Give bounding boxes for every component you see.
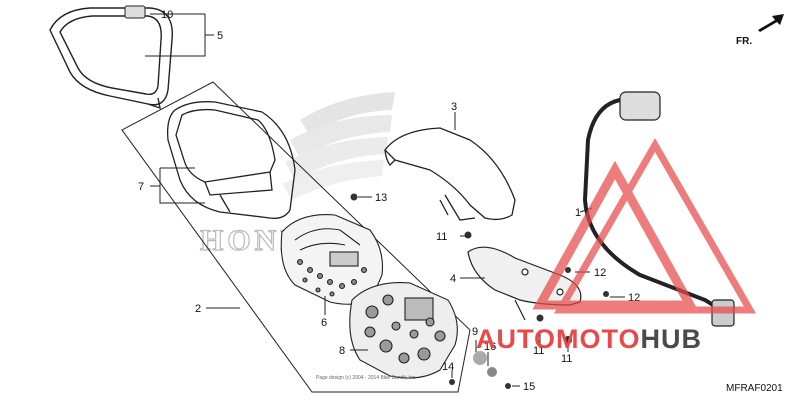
small-pad xyxy=(124,5,146,19)
front-direction-indicator: FR. xyxy=(736,14,784,47)
screw-14 xyxy=(449,379,455,385)
part-label-16: 16 xyxy=(484,341,496,353)
wire-harness xyxy=(582,91,735,327)
part-label-9: 9 xyxy=(472,326,478,338)
copyright-text: Page design (c) 2004 - 2014 Bike Bandit,… xyxy=(316,375,416,381)
screw-11b xyxy=(536,314,544,322)
meter-visor-frame xyxy=(49,7,174,110)
screw-13 xyxy=(350,193,358,201)
part-label-6: 6 xyxy=(321,317,327,329)
part-label-2: 2 xyxy=(195,303,201,315)
direction-label: FR. xyxy=(736,36,752,47)
part-label-7: 7 xyxy=(138,181,144,193)
grommet-9 xyxy=(473,351,487,365)
part-label-5: 5 xyxy=(217,30,223,42)
part-label-4: 4 xyxy=(450,273,456,285)
honda-wing-logo xyxy=(282,92,395,200)
nut-11c xyxy=(564,336,572,344)
meter-cover xyxy=(384,127,516,221)
watermark: AUTOMOTOHUB xyxy=(476,137,757,354)
screw-15 xyxy=(505,383,511,389)
arrow-icon xyxy=(758,14,784,32)
part-label-12-top: 12 xyxy=(594,267,606,279)
part-label-11-bottom: 11 xyxy=(561,353,572,365)
gauge-plate xyxy=(280,214,384,305)
watermark-text: AUTOMOTOHUB xyxy=(476,324,702,354)
part-label-11-mid: 11 xyxy=(533,345,544,357)
collar-16 xyxy=(487,367,497,377)
part-label-1: 1 xyxy=(575,207,581,219)
assembly-outline xyxy=(121,81,471,393)
watermark-triangle-icon xyxy=(532,137,757,314)
part-labels: 10 5 7 2 6 8 13 3 11 4 1 12 12 11 11 9 1… xyxy=(138,9,640,393)
part-label-3: 3 xyxy=(451,101,457,113)
screw-12a xyxy=(565,267,571,273)
meter-case-upper xyxy=(167,101,296,219)
screw-12b xyxy=(603,291,609,297)
part-label-11-top: 11 xyxy=(436,231,447,243)
fasteners xyxy=(350,193,609,389)
part-label-14: 14 xyxy=(442,361,454,373)
diagram-code: MFRAF0201 xyxy=(726,383,783,394)
screw-11a xyxy=(464,231,472,239)
part-label-13: 13 xyxy=(375,192,387,204)
part-label-15: 15 xyxy=(523,381,535,393)
part-label-8: 8 xyxy=(339,345,345,357)
part-label-10: 10 xyxy=(161,9,173,21)
watermark-part2: HUB xyxy=(641,324,703,354)
watermark-part1: AUTOMOTO xyxy=(476,324,641,354)
meter-circuit-board xyxy=(349,282,458,379)
